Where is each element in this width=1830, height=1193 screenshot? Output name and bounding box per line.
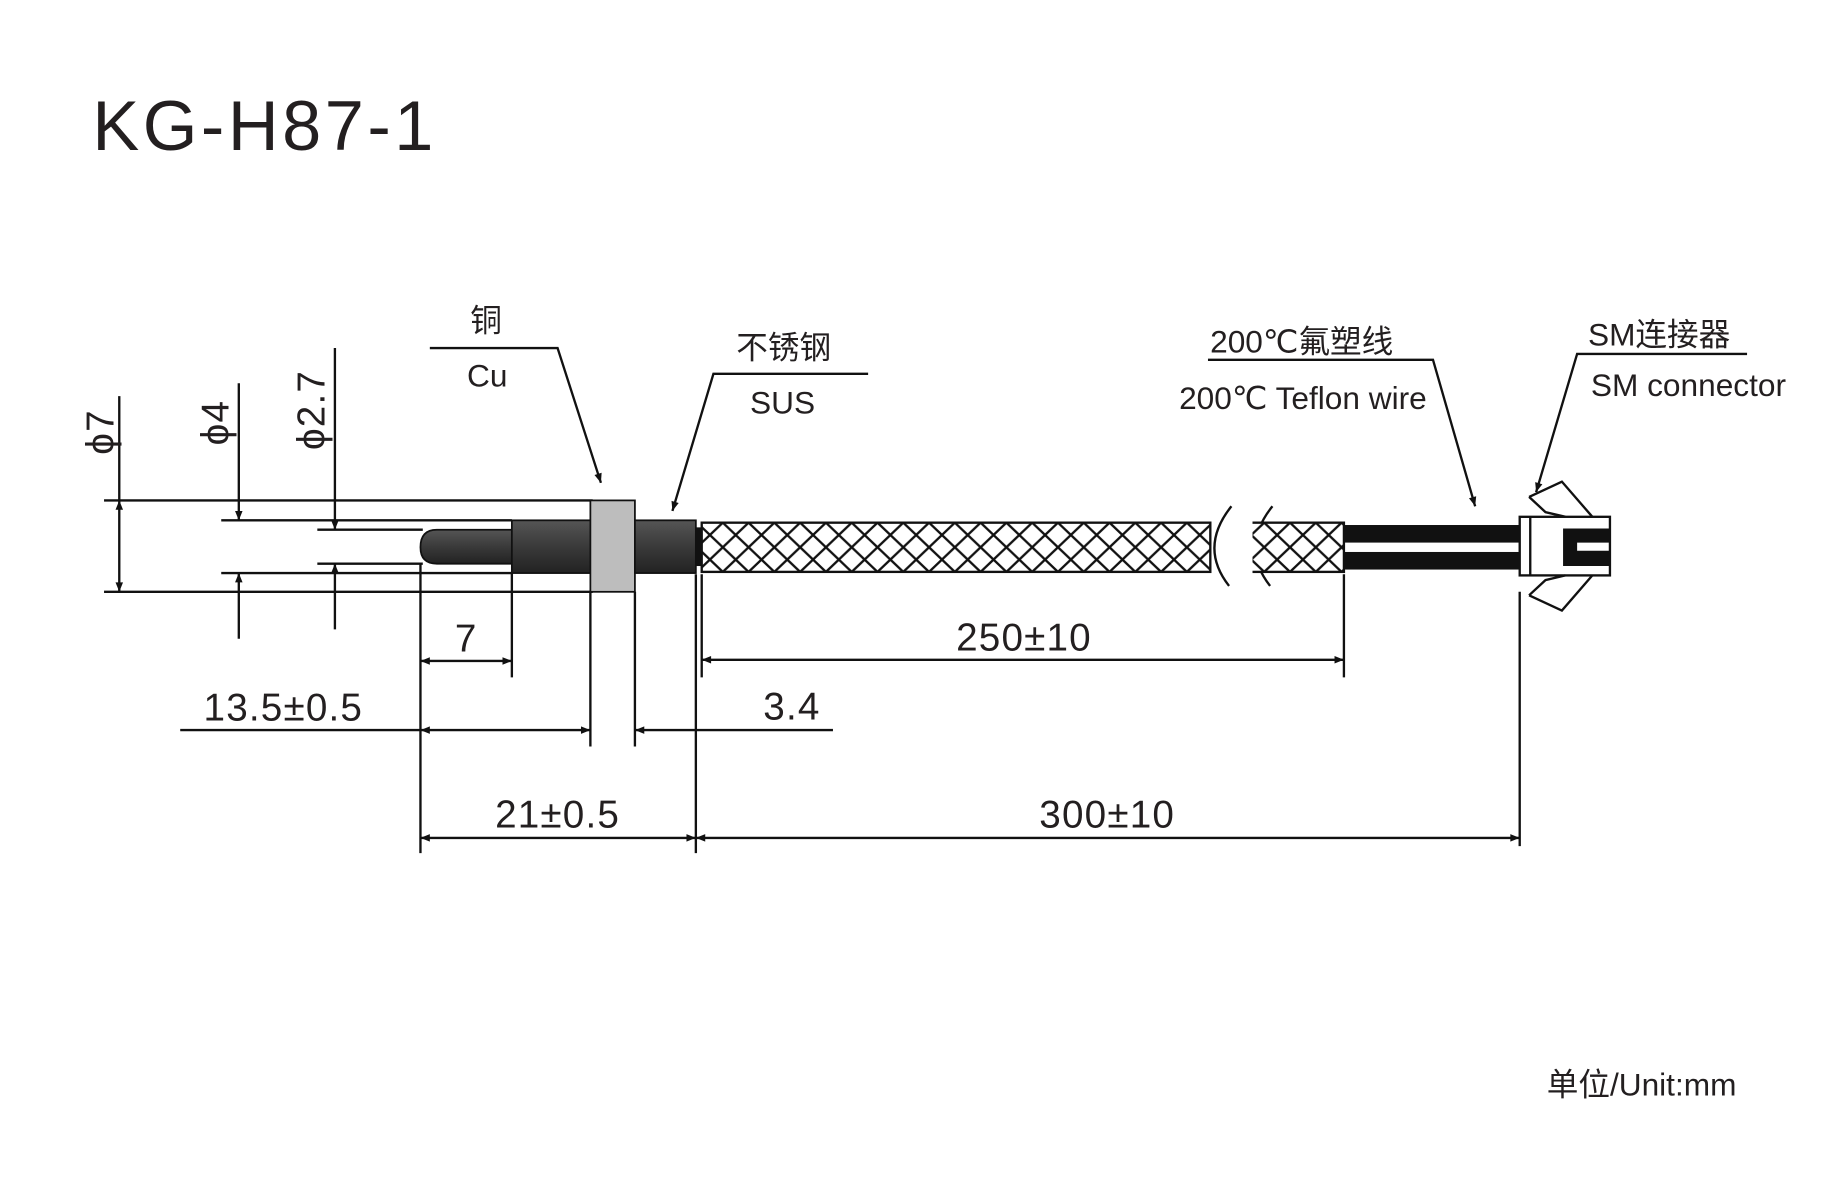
probe-tip (419, 528, 513, 565)
copper-label-en: Cu (467, 358, 507, 394)
diameter-7-label: ϕ7 (79, 409, 122, 455)
copper-flange (589, 499, 636, 593)
wire-label-cn: 200℃氟塑线 (1210, 324, 1393, 360)
wire-label-en: 200℃ Teflon wire (1179, 380, 1427, 416)
diameter-2-7-label: ϕ2.7 (290, 370, 333, 450)
sm-connector (1518, 480, 1612, 612)
dim-cable-length: 300±10 (1039, 793, 1175, 836)
wire-1 (1343, 525, 1520, 543)
dim-probe-length: 21±0.5 (495, 793, 620, 836)
break-mark (1213, 505, 1233, 587)
steel-sleeve (634, 519, 697, 574)
length-dimension-lines (180, 656, 1520, 842)
diameter-dimension-lines (115, 348, 339, 639)
dim-braid-gap: 3.4 (763, 686, 820, 729)
probe-body (510, 519, 592, 574)
probe (419, 499, 702, 593)
dim-braid-length: 250±10 (956, 616, 1092, 659)
diameter-4-label: ϕ4 (194, 400, 237, 446)
dim-flange-position: 13.5±0.5 (204, 687, 364, 730)
braided-sleeve-end (1246, 521, 1346, 574)
dim-tip-length: 7 (455, 618, 478, 661)
page-title: KG-H87-1 (92, 86, 437, 165)
braided-sleeve (700, 521, 1212, 574)
unit-note: 单位/Unit:mm (1547, 1067, 1737, 1103)
connector-label-cn: SM连接器 (1588, 317, 1730, 353)
steel-label-en: SUS (750, 385, 815, 421)
connector-label-en: SM connector (1591, 367, 1786, 403)
wire-2 (1343, 551, 1520, 570)
copper-label-cn: 铜 (470, 303, 502, 339)
callout-leaders (429, 346, 1748, 512)
steel-label-cn: 不锈钢 (736, 330, 831, 366)
